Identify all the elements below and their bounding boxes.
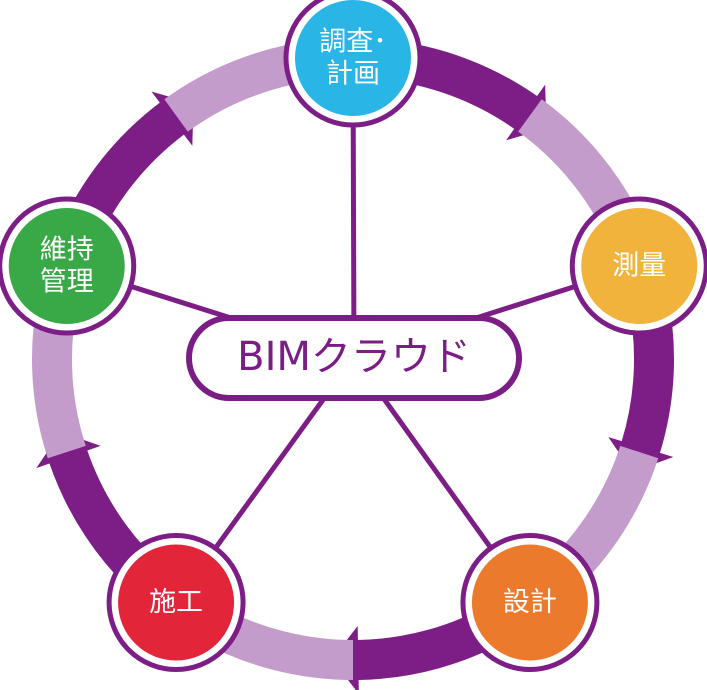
node-label-survey-plan-2: 計画 — [326, 59, 380, 90]
hub-label: BIMクラウド — [237, 334, 471, 380]
node-fill-measurement — [581, 207, 698, 324]
cycle-arrow-dark-survey-plan — [382, 39, 547, 141]
node-label-construction-1: 施工 — [149, 587, 203, 618]
node-fill-design — [471, 544, 588, 661]
cycle-arrow-dark-measurement — [608, 292, 674, 472]
node-measurement: 測量 — [569, 196, 707, 336]
hub-pill — [186, 315, 522, 401]
node-label-survey-plan-1: 調査･ — [319, 27, 387, 58]
node-fill-maintenance — [8, 207, 125, 324]
node-design: 設計 — [460, 533, 600, 673]
node-fill-construction — [118, 544, 235, 661]
node-label-measurement-1: 測量 — [612, 250, 666, 281]
node-label-maintenance-2: 管理 — [40, 266, 94, 297]
node-survey-plan: 調査･計画 — [283, 0, 423, 128]
node-label-design-1: 設計 — [503, 587, 557, 618]
node-fill-survey-plan — [295, 0, 411, 116]
bim-cloud-hub: BIMクラウド — [186, 315, 522, 401]
node-label-maintenance-1: 維持 — [40, 234, 94, 265]
node-construction: 施工 — [106, 533, 246, 673]
